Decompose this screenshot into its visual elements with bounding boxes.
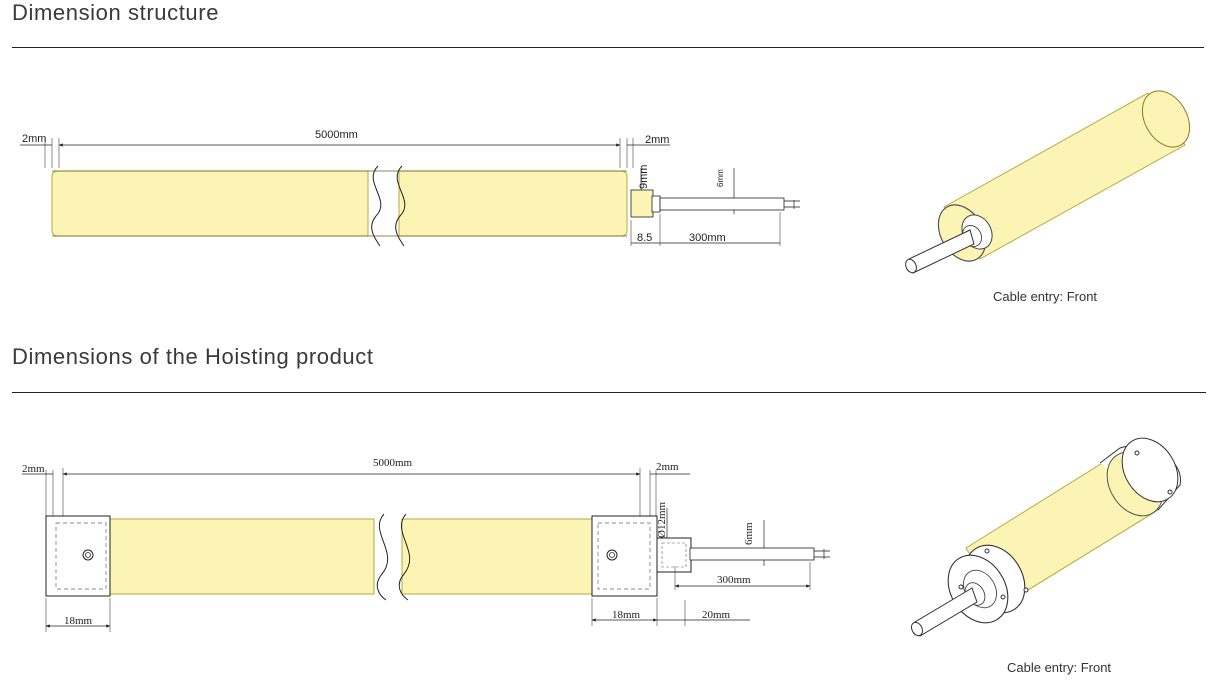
dim-diameter: Ø12mm — [656, 502, 668, 539]
dim-cable-length: 300mm — [717, 574, 751, 586]
dim-cable-diameter: 6mm — [743, 522, 755, 545]
dim-left-gap: 2mm — [22, 133, 46, 145]
section-divider — [12, 47, 1204, 48]
dim-length: 5000mm — [315, 129, 358, 141]
led-strip-drawing-2 — [22, 468, 830, 632]
cable-entry-caption: Cable entry: Front — [993, 289, 1097, 304]
section-title-dimension-structure: Dimension structure — [12, 0, 220, 25]
dim-offset: 20mm — [702, 609, 731, 621]
dim-right-gap: 2mm — [645, 134, 669, 146]
section-divider — [12, 392, 1206, 393]
dim-cap: 8.5 — [637, 232, 652, 244]
product-3d-view-2 — [910, 437, 1181, 637]
led-strip-drawing-1 — [20, 138, 800, 247]
dim-right-gap: 2mm — [656, 461, 679, 473]
dim-left-gap: 2mm — [22, 463, 45, 475]
dim-length: 5000mm — [373, 457, 413, 469]
product-3d-view-1 — [905, 90, 1191, 274]
dim-right-bracket: 18mm — [612, 609, 641, 621]
section-title-hoisting-product: Dimensions of the Hoisting product — [12, 344, 374, 369]
cable-entry-caption: Cable entry: Front — [1007, 660, 1111, 675]
dim-cable-length: 300mm — [689, 232, 726, 244]
dim-left-bracket: 18mm — [64, 615, 93, 627]
dim-height: 9mm — [638, 165, 650, 189]
dim-cable-diameter: 6mm — [716, 169, 725, 187]
